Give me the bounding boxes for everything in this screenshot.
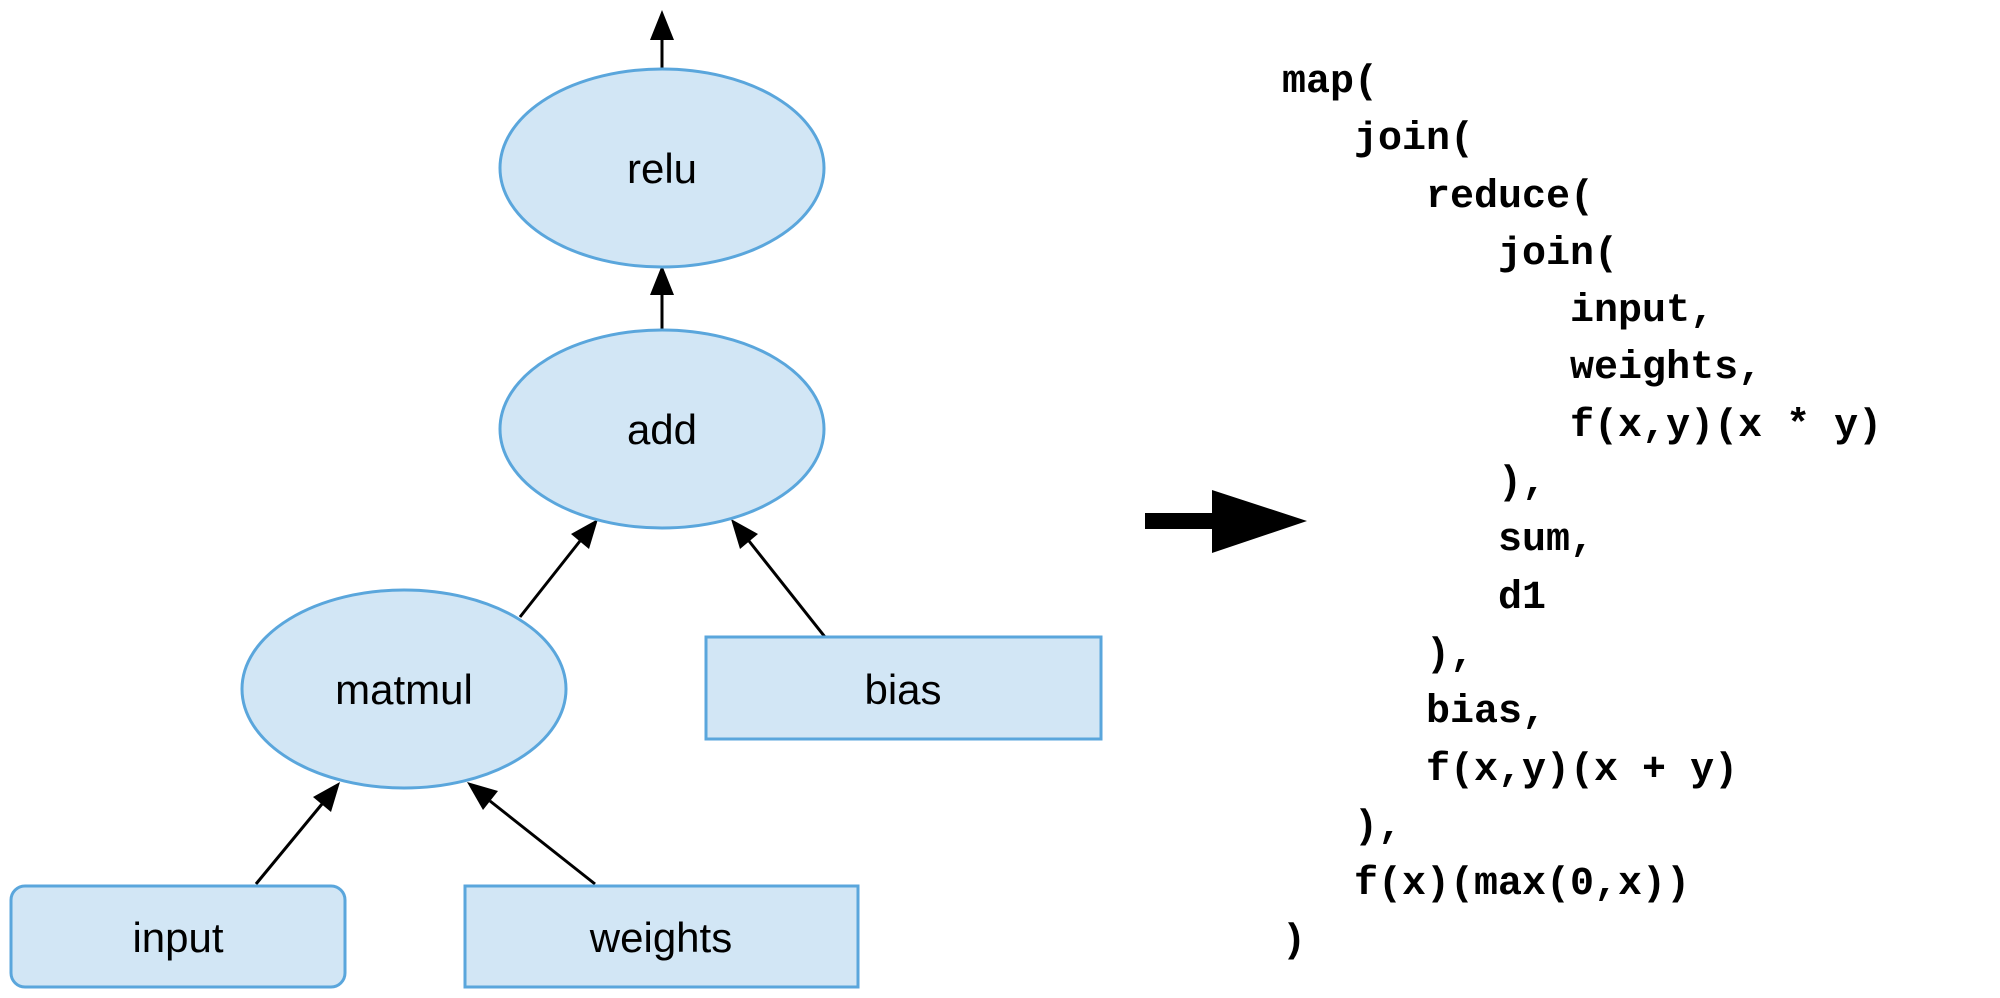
arrowhead-matmul-to-add: [571, 519, 598, 549]
edge-matmul-to-add: [518, 540, 582, 618]
code-line: ): [1282, 919, 1307, 965]
node-input-label: input: [132, 914, 223, 961]
node-relu-label: relu: [627, 145, 697, 192]
code-line: ),: [1282, 632, 1475, 678]
code-line: reduce(: [1282, 174, 1595, 220]
code-line: ),: [1282, 804, 1403, 850]
arrowhead-relu-to-output: [650, 10, 674, 40]
node-weights-label: weights: [589, 914, 732, 961]
node-relu: relu: [498, 67, 826, 269]
node-add-label: add: [627, 406, 697, 453]
code-line: input,: [1282, 289, 1715, 335]
node-bias: bias: [704, 635, 1103, 741]
arrowhead-bias-to-add: [731, 519, 758, 549]
code-line: f(x,y)(x + y): [1282, 747, 1739, 793]
edge-weights-to-matmul: [489, 799, 596, 886]
arrowhead-add-to-relu: [650, 265, 674, 295]
code-line: bias,: [1282, 690, 1547, 736]
node-weights: weights: [463, 884, 860, 989]
edge-bias-to-add: [747, 540, 827, 638]
node-bias-label: bias: [864, 666, 941, 713]
node-add: add: [498, 328, 826, 530]
code-line: f(x,y)(x * y): [1282, 403, 1883, 449]
code-line: weights,: [1282, 346, 1763, 392]
graph-nodes: relu add matmul bias input weights: [9, 67, 1103, 989]
code-line: map(: [1282, 60, 1379, 105]
node-matmul: matmul: [240, 588, 568, 790]
code-line: join(: [1282, 231, 1619, 277]
right-arrow-icon: [1145, 490, 1307, 553]
code-line: sum,: [1282, 518, 1595, 564]
node-input: input: [9, 884, 347, 989]
arrowhead-input-to-matmul: [313, 782, 340, 812]
graph-edges: [254, 10, 827, 886]
code-line: f(x)(max(0,x)): [1282, 862, 1691, 908]
code-line: join(: [1282, 117, 1475, 163]
arrowhead-weights-to-matmul: [467, 782, 498, 810]
node-matmul-label: matmul: [335, 666, 473, 713]
code-line: d1: [1282, 575, 1547, 621]
code-block: map( join( reduce( join( input, weights,…: [1282, 54, 1882, 971]
edge-input-to-matmul: [254, 803, 324, 885]
code-line: ),: [1282, 461, 1547, 507]
